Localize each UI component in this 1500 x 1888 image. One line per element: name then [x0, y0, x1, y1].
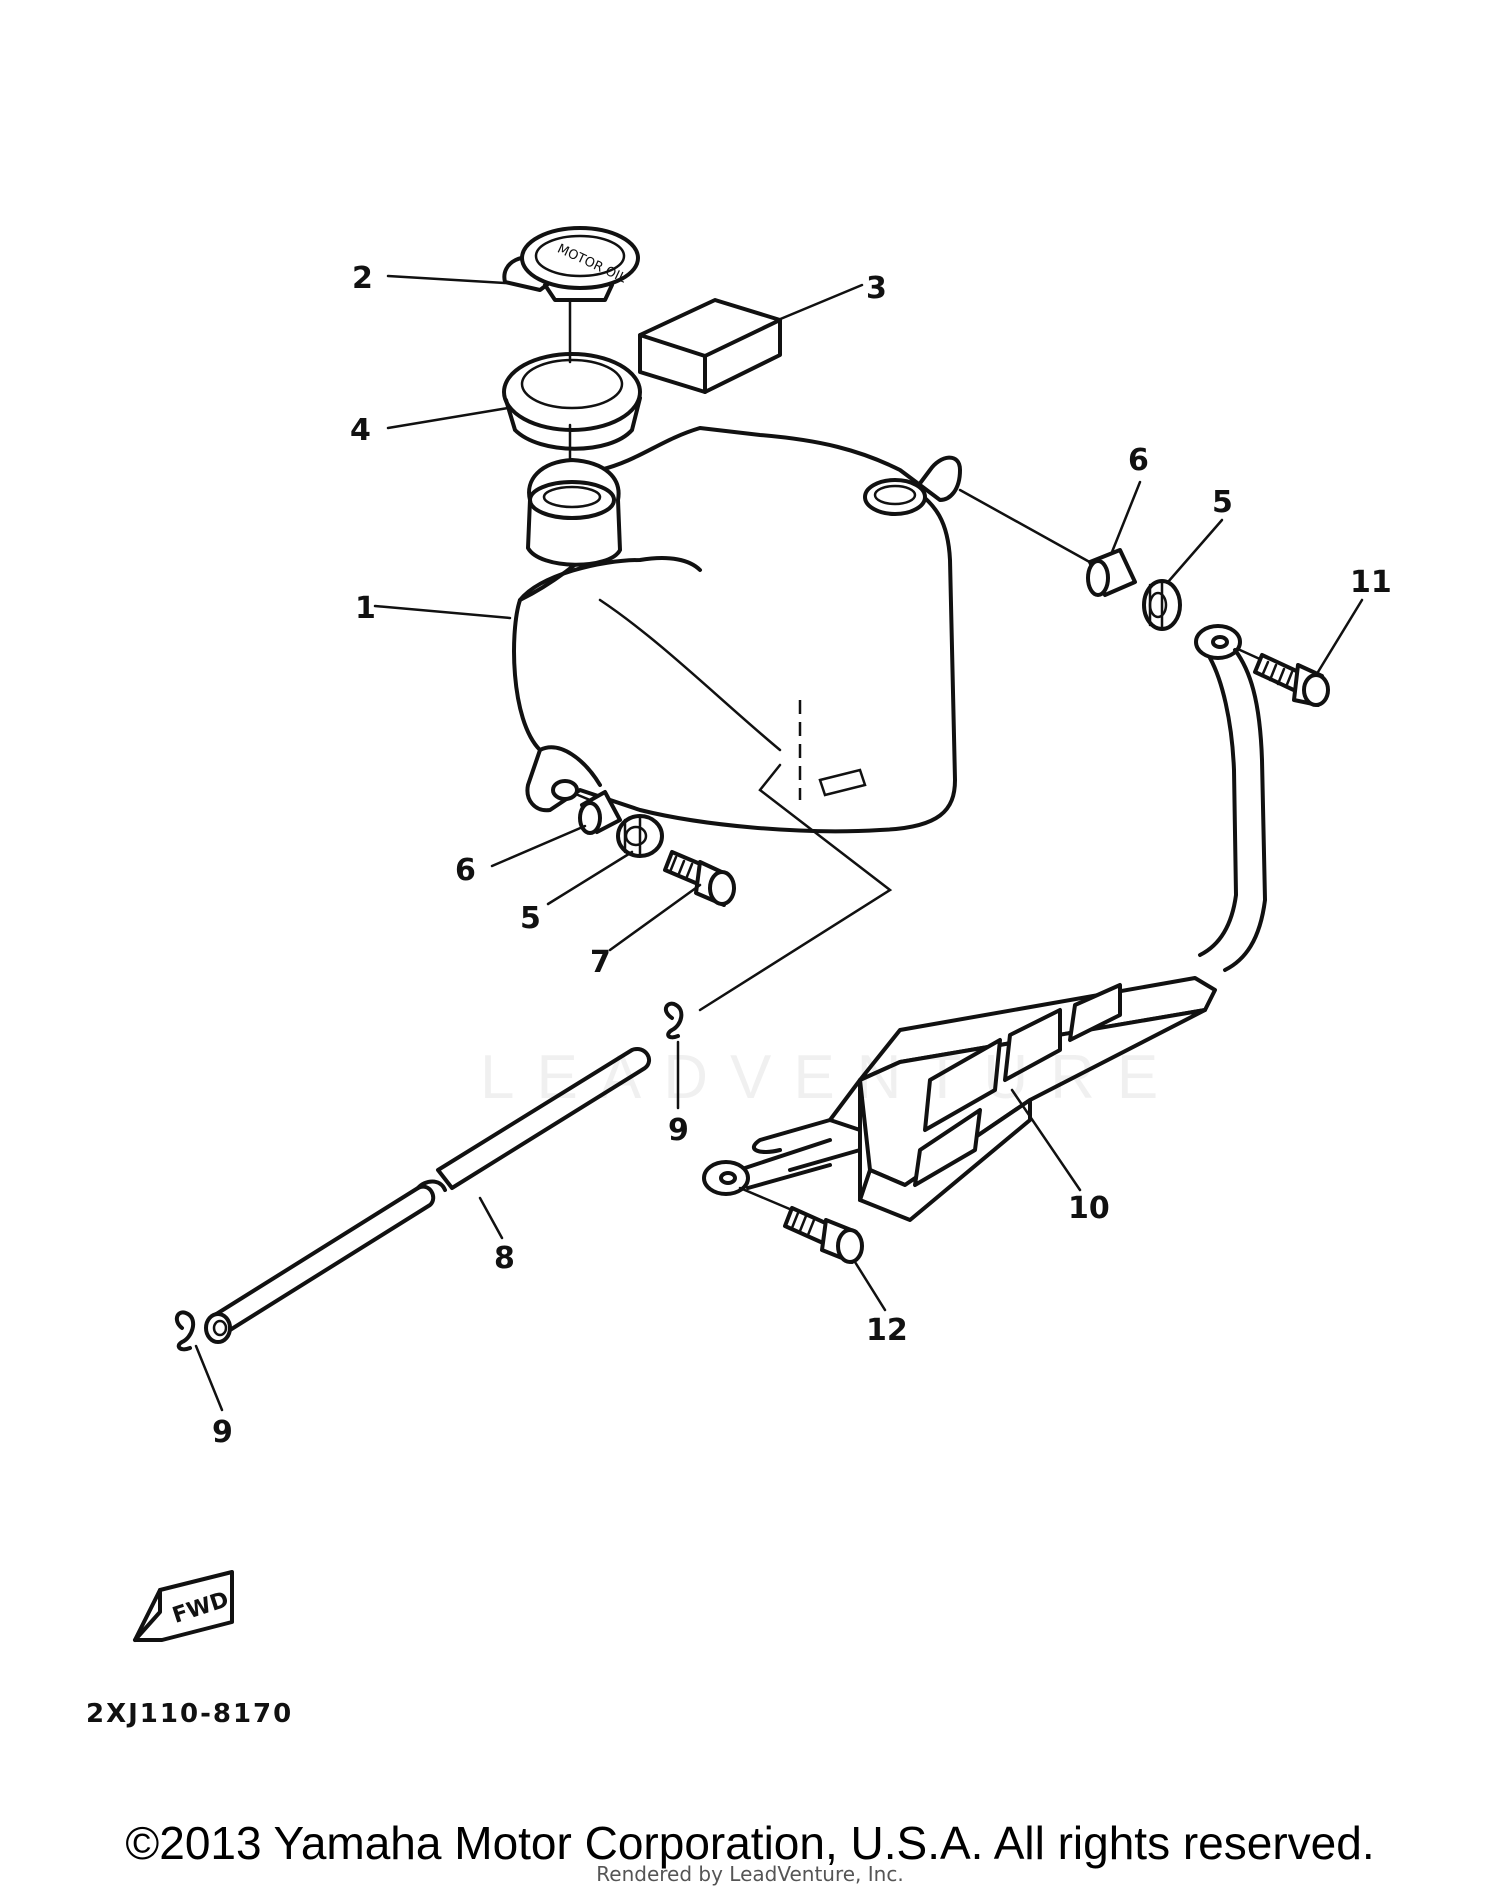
guide-line-right-mount — [958, 488, 1097, 567]
callout-6-left: 6 — [455, 853, 476, 888]
callout-8: 8 — [494, 1241, 515, 1276]
oil-cap: MOTOR OIL — [502, 226, 640, 302]
damper-pad — [638, 298, 782, 394]
callout-3: 3 — [866, 271, 887, 306]
callout-9-lower: 9 — [212, 1415, 233, 1450]
callout-11: 11 — [1350, 565, 1392, 600]
oil-hose — [204, 1047, 652, 1344]
copyright-notice: ©2013 Yamaha Motor Corporation, U.S.A. A… — [125, 1817, 1375, 1869]
callout-12: 12 — [866, 1313, 908, 1348]
callout-10: 10 — [1068, 1191, 1110, 1226]
guide-line-bolt-11 — [1238, 648, 1264, 662]
watermark: LEADVENTURE — [480, 1043, 1181, 1112]
grommet-right — [1142, 579, 1182, 631]
callout-5-right: 5 — [1212, 485, 1233, 520]
collar-right — [1086, 548, 1137, 597]
callout-1: 1 — [355, 591, 376, 626]
leader-lines — [194, 274, 1364, 1412]
guide-line-bolt-12 — [738, 1186, 794, 1212]
callout-4: 4 — [350, 413, 371, 448]
cap-grommet — [502, 352, 642, 451]
fwd-arrow-icon: FWD — [133, 1570, 234, 1642]
clamp-upper — [663, 1001, 684, 1040]
callout-2: 2 — [352, 261, 373, 296]
callout-9-upper: 9 — [668, 1113, 689, 1148]
guide-line-hose-route — [698, 763, 893, 1012]
rendered-by-notice: Rendered by LeadVenture, Inc. — [596, 1862, 904, 1886]
oil-tank — [512, 426, 962, 834]
guide-line-left-mount — [576, 793, 592, 802]
bolt-12 — [783, 1206, 864, 1264]
callout-7: 7 — [590, 945, 611, 980]
bolt-7 — [663, 850, 736, 907]
bracket-guard — [702, 624, 1267, 1222]
bolt-11 — [1253, 653, 1330, 707]
callout-6-right: 6 — [1128, 443, 1149, 478]
clamp-lower — [174, 1310, 196, 1352]
callout-5-left: 5 — [520, 901, 541, 936]
grommet-left — [616, 814, 664, 858]
part-code: 2XJ110-8170 — [86, 1699, 293, 1729]
